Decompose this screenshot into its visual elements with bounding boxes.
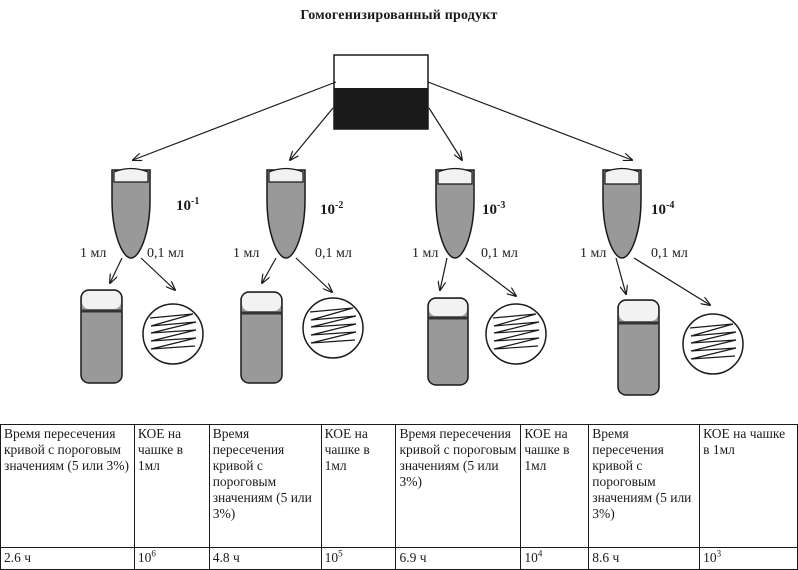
- petri-dish: [485, 303, 547, 365]
- arrow-to-petri-dish: [295, 257, 332, 292]
- header-cfu: КОЕ на чашке в 1мл: [133, 424, 210, 548]
- header-cfu: КОЕ на чашке в 1мл: [699, 424, 798, 548]
- culture-tube-cap: [429, 299, 467, 316]
- volume-label-1ml: 1 мл: [80, 246, 106, 261]
- header-time: Время пересечения кривой с пороговым зна…: [208, 424, 322, 548]
- arrow-to-culture-tube: [440, 257, 448, 290]
- tube-cap: [604, 167, 640, 185]
- dilution-exponent: -4: [666, 200, 674, 211]
- volume-label-01ml: 0,1 мл: [315, 246, 352, 261]
- arrow-to-tube-2: [290, 107, 334, 160]
- dilution-tube: [435, 169, 475, 259]
- distribution-arrows: [133, 81, 632, 160]
- time-cell: 8.6 ч: [588, 547, 701, 570]
- dilution-tube: [602, 169, 642, 259]
- arrow-to-tube-4: [427, 81, 632, 160]
- product-container: [333, 54, 429, 130]
- cfu-cell: 104: [520, 547, 590, 570]
- cfu-cell: 106: [133, 547, 210, 570]
- arrow-to-petri-dish: [633, 257, 710, 305]
- table-row: 2.6 ч 106 4.8 ч 105 6.9 ч 104 8.6 ч 103: [0, 547, 798, 570]
- dilution-exponent: -1: [191, 196, 199, 207]
- cfu-cell: 103: [699, 547, 798, 570]
- arrow-to-culture-tube: [110, 257, 123, 283]
- petri-dish: [142, 303, 204, 365]
- header-cfu: КОЕ на чашке в 1мл: [320, 424, 397, 548]
- header-time: Время пересечения кривой с пороговым зна…: [588, 424, 701, 548]
- culture-tube: [80, 289, 123, 384]
- diagram-title: Гомогенизированный продукт: [300, 8, 498, 23]
- culture-tube-cap: [619, 301, 658, 321]
- volume-label-01ml: 0,1 мл: [147, 246, 184, 261]
- arrow-to-culture-tube: [615, 257, 626, 294]
- dilution-diagram: 10-1 1 мл 0,1 мл 10-2 1 мл 0,1 мл 10-3: [80, 54, 744, 396]
- petri-dish: [302, 297, 364, 359]
- dilution-base: 10: [320, 202, 335, 218]
- dilution-label: 10-3: [482, 200, 505, 218]
- petri-dish: [682, 313, 744, 375]
- dilution-column-4: 10-4 1 мл 0,1 мл: [580, 167, 744, 396]
- time-cell: 2.6 ч: [0, 547, 135, 570]
- culture-tube-cap: [242, 293, 281, 311]
- dilution-base: 10: [651, 202, 666, 218]
- dilution-column-3: 10-3 1 мл 0,1 мл: [412, 167, 547, 386]
- time-cell: 4.8 ч: [208, 547, 322, 570]
- arrow-to-tube-3: [428, 107, 462, 160]
- dilution-label: 10-4: [651, 200, 674, 218]
- tube-cap: [268, 167, 304, 183]
- culture-tube-cap: [82, 291, 121, 309]
- dilution-column-1: 10-1 1 мл 0,1 мл: [80, 167, 204, 384]
- arrow-to-tube-1: [133, 81, 337, 160]
- dilution-base: 10: [176, 198, 191, 214]
- culture-tube: [240, 291, 283, 384]
- volume-label-01ml: 0,1 мл: [481, 246, 518, 261]
- volume-label-1ml: 1 мл: [580, 246, 606, 261]
- volume-label-1ml: 1 мл: [412, 246, 438, 261]
- dilution-exponent: -3: [497, 200, 505, 211]
- volume-label-1ml: 1 мл: [233, 246, 259, 261]
- arrow-to-culture-tube: [262, 257, 277, 283]
- tube-cap: [437, 167, 473, 185]
- culture-tube: [427, 297, 469, 386]
- dilution-label: 10-1: [176, 196, 199, 214]
- dilution-column-2: 10-2 1 мл 0,1 мл: [233, 167, 364, 384]
- dilution-tube: [111, 169, 151, 259]
- dilution-base: 10: [482, 202, 497, 218]
- arrow-to-petri-dish: [465, 257, 516, 296]
- cfu-cell: 105: [320, 547, 397, 570]
- dilution-exponent: -2: [335, 200, 343, 211]
- header-time: Время пересечения кривой с пороговым зна…: [395, 424, 522, 548]
- header-cfu: КОЕ на чашке в 1мл: [520, 424, 590, 548]
- volume-label-01ml: 0,1 мл: [651, 246, 688, 261]
- time-cell: 6.9 ч: [395, 547, 522, 570]
- table-header-row: Время пересечения кривой с пороговым зна…: [0, 424, 798, 548]
- arrow-to-petri-dish: [140, 257, 175, 290]
- results-table: Время пересечения кривой с пороговым зна…: [0, 424, 798, 570]
- dilution-label: 10-2: [320, 200, 343, 218]
- tube-cap: [113, 167, 149, 183]
- dilution-tube: [266, 169, 306, 259]
- header-time: Время пересечения кривой с пороговым зна…: [0, 424, 135, 548]
